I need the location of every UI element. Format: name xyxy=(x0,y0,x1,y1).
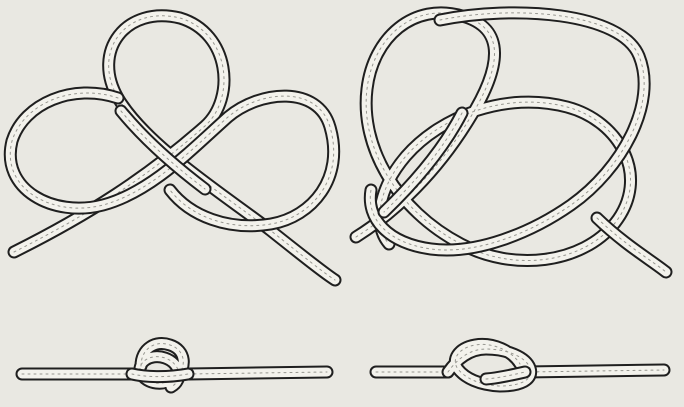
figure-eight-knot-tight xyxy=(376,344,664,386)
figure-eight-knot-loose xyxy=(356,13,666,272)
trefoil-knot-loose xyxy=(10,16,335,280)
trefoil-knot-tight xyxy=(22,344,327,387)
